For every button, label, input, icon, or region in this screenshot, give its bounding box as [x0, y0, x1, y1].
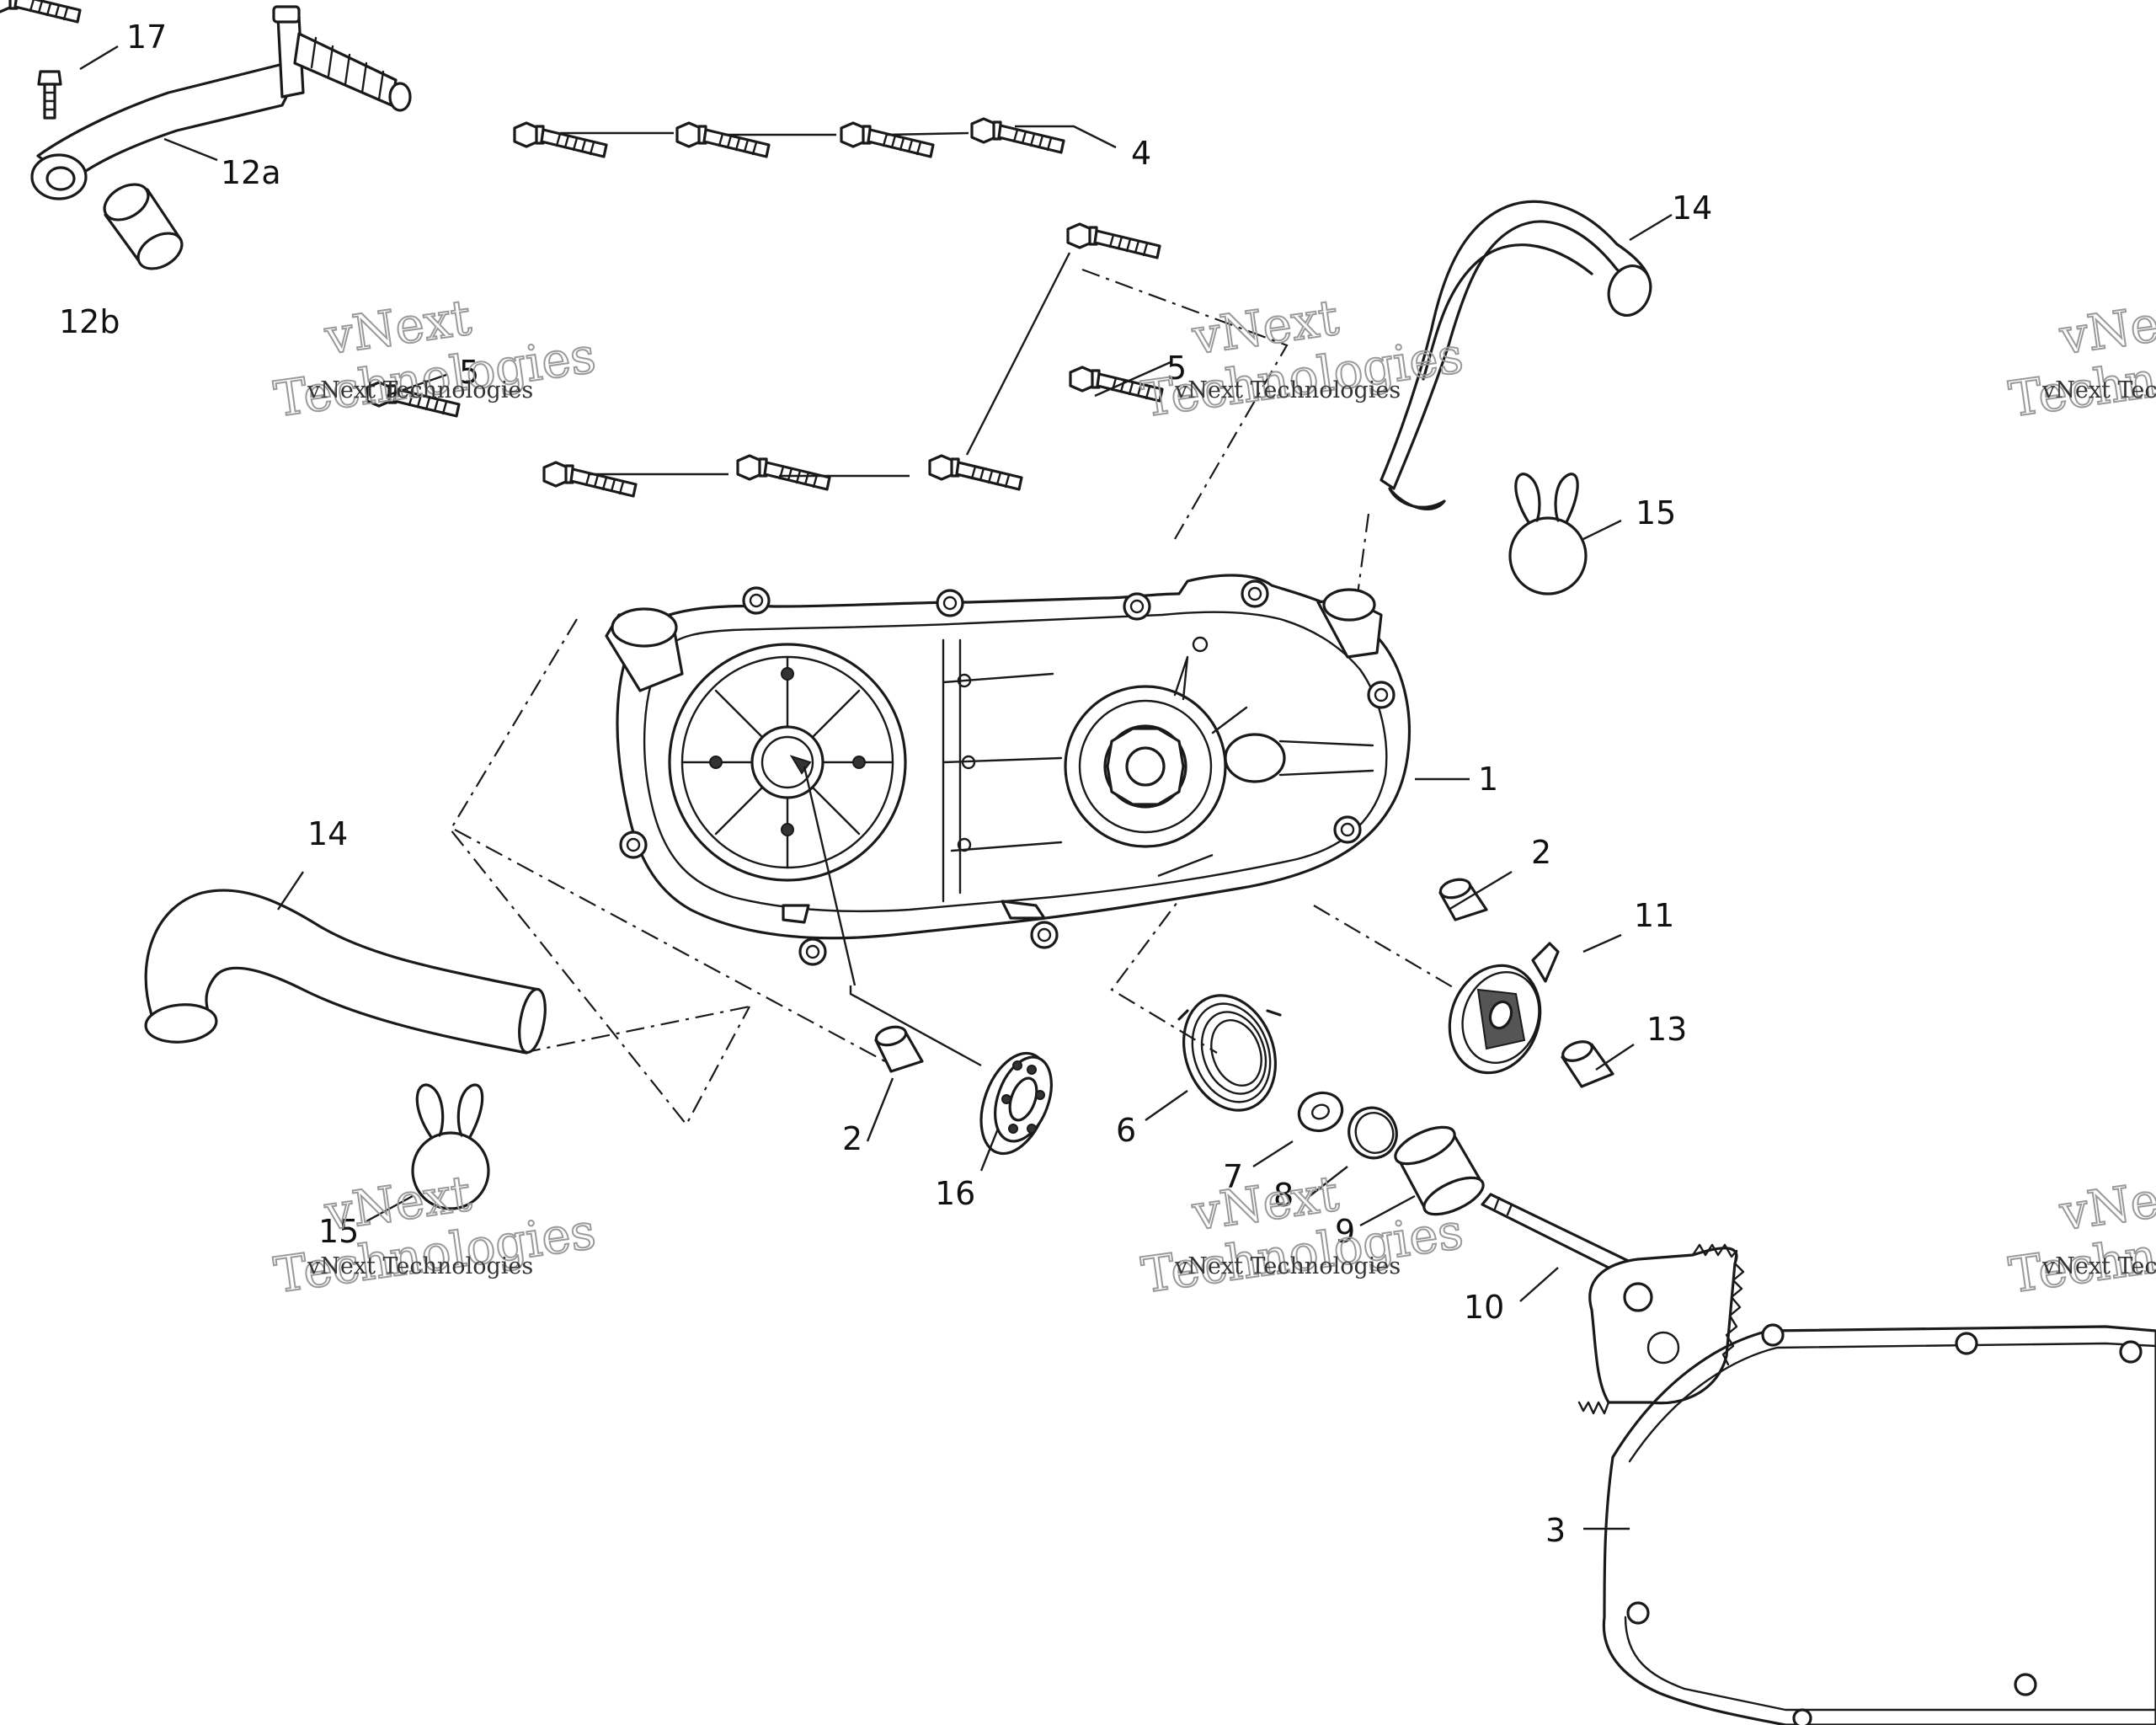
- callout-9: 9: [1335, 1213, 1355, 1250]
- bolt-group-top: [0, 0, 82, 24]
- bushing: [103, 183, 184, 270]
- small-bolt: [37, 70, 62, 120]
- callout-2-left: 2: [842, 1120, 862, 1157]
- callout-6: 6: [1116, 1112, 1136, 1149]
- callout-7: 7: [1223, 1158, 1243, 1195]
- spring: [1177, 994, 1282, 1112]
- leader-lines: [79, 45, 1673, 1530]
- clamp-bottom-left: [411, 1083, 490, 1210]
- watermark-1: vNext Technologies vNext Technologies: [270, 288, 600, 430]
- callout-14-left: 14: [307, 815, 348, 852]
- svg-text:vNext Technologies: vNext Technologies: [307, 1253, 533, 1279]
- callout-8: 8: [1273, 1177, 1294, 1214]
- callout-5-left: 5: [459, 354, 479, 391]
- bolt-connector-lines: [560, 125, 1117, 478]
- sleeve: [1394, 1125, 1485, 1216]
- callout-5-right: 5: [1166, 350, 1187, 387]
- svg-text:vNext Technologies: vNext Technologies: [1174, 1253, 1401, 1279]
- washer: [1297, 1091, 1344, 1133]
- svg-text:vNext Technologies: vNext Technologies: [2041, 377, 2156, 403]
- dowel-pin-13: [1561, 1040, 1614, 1088]
- callout-15-bottom: 15: [318, 1213, 359, 1250]
- callout-14-top: 14: [1672, 190, 1712, 227]
- svg-text:vNext Technologies: vNext Technologies: [1174, 377, 1401, 403]
- callout-12a: 12a: [221, 154, 281, 191]
- callout-16: 16: [935, 1175, 975, 1212]
- bolt: [0, 0, 82, 24]
- dowel-pin-right: [1438, 878, 1488, 921]
- cvt-cover: [605, 574, 1412, 986]
- watermark-6: vNext Technologies vNext Technologies: [2005, 1164, 2156, 1306]
- hose-left: [144, 889, 547, 1055]
- spring-guide: [1448, 942, 1560, 1075]
- svg-text:vNext Technologies: vNext Technologies: [307, 377, 533, 403]
- callout-10: 10: [1464, 1289, 1504, 1326]
- dowel-pin-left: [874, 1025, 924, 1073]
- callout-15-top: 15: [1636, 494, 1676, 531]
- callout-11: 11: [1634, 897, 1674, 934]
- gasket: [1602, 1323, 2156, 1725]
- assembly-lines: [449, 268, 1458, 1126]
- svg-text:vNext Technologies: vNext Technologies: [2041, 1253, 2156, 1279]
- callout-3: 3: [1545, 1512, 1566, 1549]
- watermark-3: vNext Technologies vNext Technologies: [2005, 288, 2156, 430]
- callout-12b: 12b: [59, 303, 120, 340]
- watermarks: vNext Technologies vNext Technologies vN…: [270, 288, 2156, 1306]
- kick-lever: [30, 5, 412, 200]
- callout-1: 1: [1478, 761, 1498, 798]
- callout-17: 17: [126, 19, 167, 56]
- callout-4: 4: [1131, 135, 1151, 172]
- callout-labels: 17 12a 12b 4 14 5 5 15 1 2 11 14 13 2 6 …: [59, 19, 1712, 1549]
- clamp-top-right: [1508, 473, 1588, 595]
- hose-top-right: [1380, 200, 1652, 510]
- watermark-4: vNext Technologies vNext Technologies: [270, 1164, 600, 1306]
- kick-shaft: [1481, 1193, 1745, 1415]
- callout-2-right: 2: [1531, 834, 1551, 871]
- circlip: [1348, 1106, 1398, 1160]
- bearing: [979, 1051, 1053, 1156]
- callout-13: 13: [1646, 1011, 1687, 1048]
